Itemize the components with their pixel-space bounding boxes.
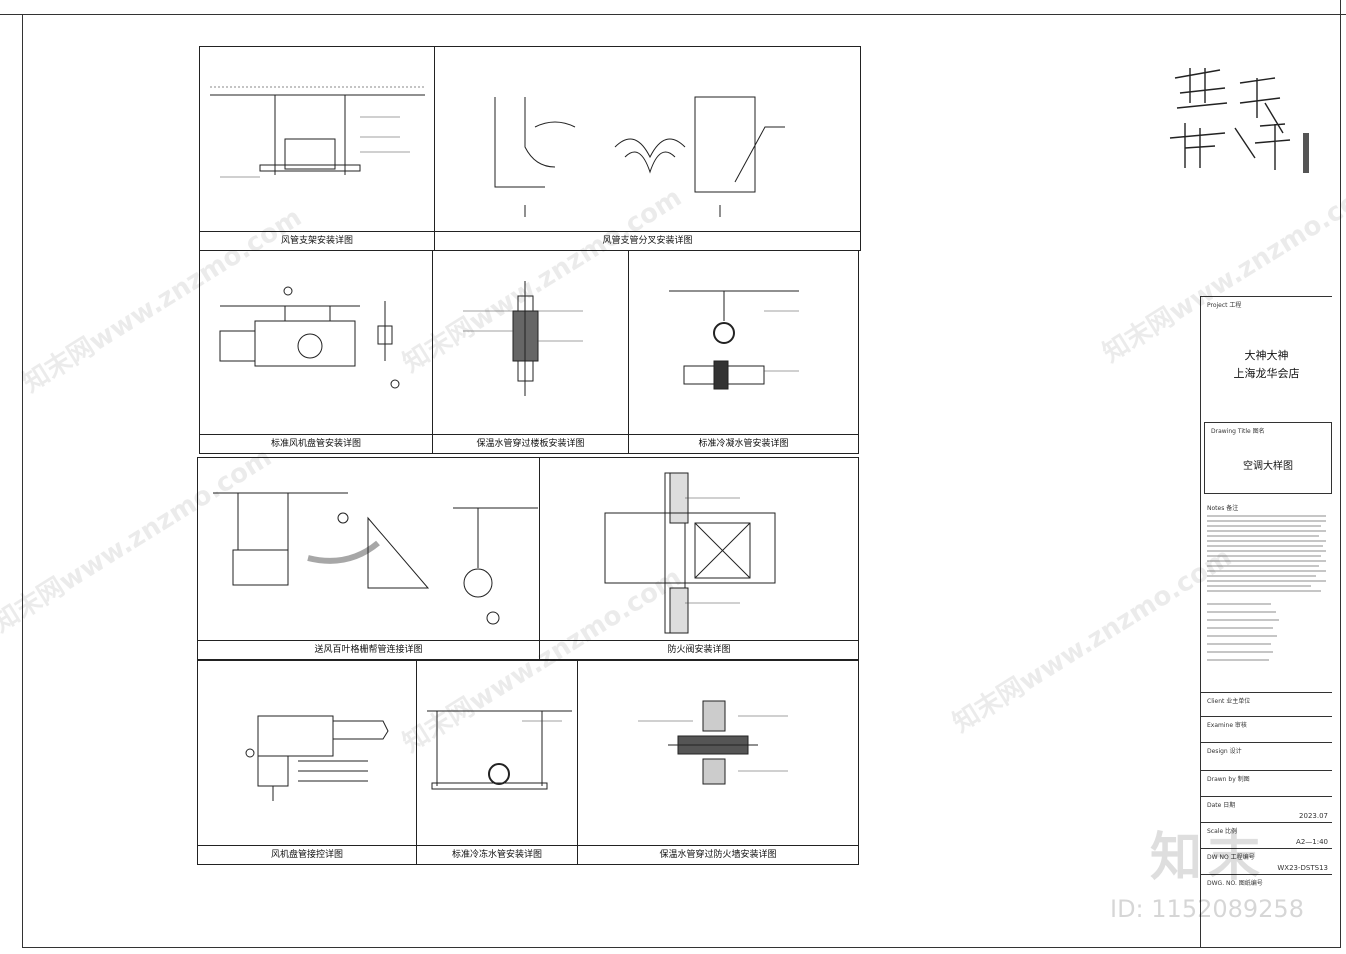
right-border-line [1340,0,1341,948]
pipe-through-floor-drawing [463,281,583,396]
panel-fire-damper: 防火阀安装详图 [539,457,859,660]
top-border-line [0,14,1346,15]
tb-date-label: Date 日期 [1207,802,1236,809]
tb-dwg-no-label: DW NO 工程编号 [1207,854,1255,861]
panel-fan-coil-control: 风机盘管接控详图 [197,660,417,865]
tb-scale-value: A2—1:40 [1296,838,1328,846]
watermark-logo: 知末 [1150,828,1267,888]
panel-condensate-pipe-caption: 标准冷凝水管安装详图 [629,434,858,453]
fan-coil-drawing [219,286,400,389]
tb-drawn-row: Drawn by 制图 [1201,770,1332,797]
tb-project-label: Project 工程 [1207,302,1242,309]
tb-dwg-no-value: WX23-DSTS13 [1277,864,1328,872]
panel-duct-branch: 风管支管分叉安装详图 [434,46,861,251]
tb-drawing-title-box: Drawing Title 图名 空调大样图 [1204,422,1332,494]
panel-duct-support: 风管支架安装详图 [199,46,435,251]
tb-drawing-title: 空调大样图 [1243,461,1293,472]
tb-date-value: 2023.07 [1299,812,1328,820]
panel-pipe-through-firewall: 保温水管穿过防火墙安装详图 [577,660,859,865]
company-logo [1169,68,1309,173]
tb-examine-label: Examine 审核 [1207,722,1247,729]
tb-scale-row: Scale 比例 A2—1:40 [1201,822,1332,849]
left-border-line [22,14,23,948]
panel-fan-coil: 标准风机盘管安装详图 [199,250,433,454]
panel-pipe-through-floor: 保温水管穿过楼板安装详图 [432,250,629,454]
tb-drawing-title-label: Drawing Title 图名 [1211,428,1265,435]
panel-air-grille-caption: 送风百叶格栅帮管连接详图 [198,640,539,659]
fire-damper-drawing [604,472,776,634]
panel-pipe-through-floor-caption: 保温水管穿过楼板安装详图 [433,434,628,453]
watermark-id: ID: 1152089258 [1110,895,1304,923]
tb-project-name-2: 上海龙华会店 [1233,367,1300,380]
panel-pipe-through-firewall-caption: 保温水管穿过防火墙安装详图 [578,845,858,864]
panel-chilled-water-pipe: 标准冷冻水管安装详图 [416,660,578,865]
tb-scale-label: Scale 比例 [1207,828,1238,835]
tb-project-row: Project 工程 大神大神 上海龙华会店 [1201,296,1332,423]
tb-notes-text-lines [1207,515,1326,661]
panel-fire-damper-caption: 防火阀安装详图 [540,640,858,659]
panel-air-grille: 送风百叶格栅帮管连接详图 [197,457,540,660]
fan-coil-control-drawing [245,715,389,801]
panel-fan-coil-caption: 标准风机盘管安装详图 [200,434,432,453]
tb-dwg-no2-label: DWG. NO. 图纸编号 [1207,880,1263,887]
watermark-site-6: 知末网www.znzmo.com [947,542,1238,739]
condensate-pipe-drawing [669,290,799,390]
tb-drawn-label: Drawn by 制图 [1207,776,1250,783]
panel-duct-branch-caption: 风管支管分叉安装详图 [435,231,860,250]
tb-design-row: Design 设计 [1201,742,1332,771]
panel-duct-support-caption: 风管支架安装详图 [200,231,434,250]
pipe-through-firewall-drawing [638,700,788,785]
duct-support-drawing [210,86,425,178]
tb-client-row: Client 业主单位 [1201,692,1332,717]
duct-branch-drawing [494,96,785,217]
tb-design-label: Design 设计 [1207,748,1242,755]
tb-client-label: Client 业主单位 [1207,698,1251,705]
tb-project-name-1: 大神大神 [1244,349,1289,362]
tb-date-row: Date 日期 2023.07 [1201,796,1332,823]
tb-dwg-no-row: DW NO 工程编号 WX23-DSTS13 [1201,848,1332,875]
panel-chilled-water-pipe-caption: 标准冷冻水管安装详图 [417,845,577,864]
panel-fan-coil-control-caption: 风机盘管接控详图 [198,845,416,864]
bottom-border-line [22,947,1340,948]
tb-notes-row: Notes 备注 [1201,500,1332,692]
title-block-divider [1200,296,1201,948]
chilled-water-pipe-drawing [427,710,572,790]
tb-examine-row: Examine 审核 [1201,716,1332,743]
panel-condensate-pipe: 标准冷凝水管安装详图 [628,250,859,454]
tb-notes-label: Notes 备注 [1207,505,1239,512]
tb-dwg-no2-row: DWG. NO. 图纸编号 [1201,874,1332,931]
air-grille-drawing [213,492,538,625]
